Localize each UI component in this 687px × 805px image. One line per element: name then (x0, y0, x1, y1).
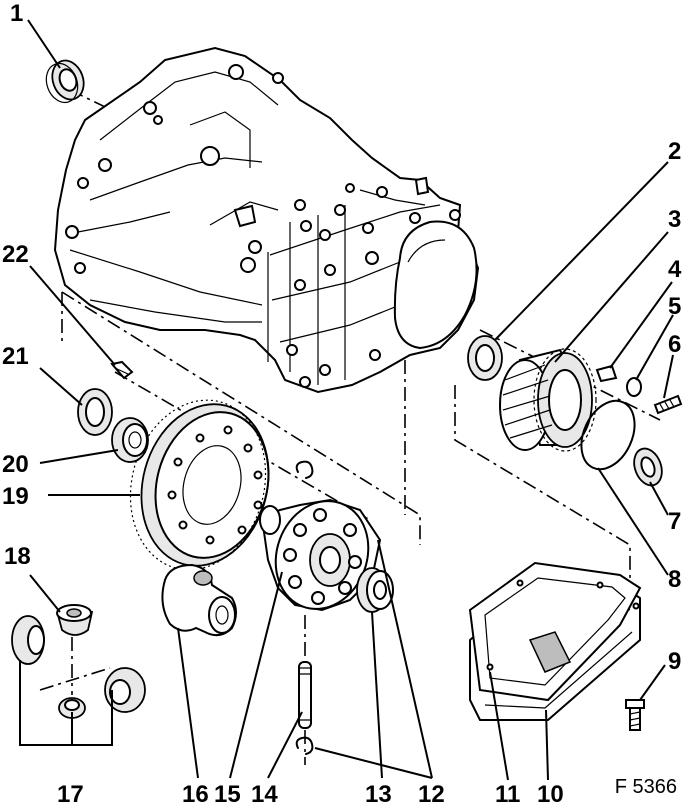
callout-18: 18 (4, 543, 31, 570)
circlip-12b (295, 736, 314, 755)
bearing-20 (111, 417, 149, 463)
callout-9: 9 (668, 648, 682, 675)
callout-14: 14 (251, 781, 278, 805)
callout-3: 3 (668, 206, 682, 233)
callout-15: 15 (214, 781, 241, 805)
callout-1: 1 (10, 0, 24, 27)
circlip-12a (295, 460, 314, 479)
callout-22: 22 (2, 241, 29, 268)
callout-8: 8 (668, 566, 682, 593)
bolt-9 (625, 699, 645, 731)
callout-4: 4 (668, 256, 682, 283)
side-gear-18 (56, 604, 94, 636)
callout-17: 17 (57, 781, 84, 805)
callout-13: 13 (365, 781, 392, 805)
callout-6: 6 (668, 331, 682, 358)
leader-lines (19, 19, 674, 781)
callout-5: 5 (668, 293, 682, 320)
pin-14 (298, 661, 312, 729)
washer-5 (626, 377, 642, 397)
pinion-gears-17 (11, 615, 146, 719)
callout-12: 12 (418, 781, 445, 805)
callout-11: 11 (495, 781, 521, 805)
speedo-gear-3 (499, 348, 597, 452)
bearing-13 (356, 567, 394, 613)
seal-ring-2 (467, 335, 503, 381)
callout-20: 20 (2, 451, 29, 478)
callout-16: 16 (182, 781, 209, 805)
screw-22 (110, 360, 134, 380)
crosspiece-16 (161, 563, 237, 637)
ring-gear-19 (129, 399, 270, 571)
figure-reference: F 5366 (614, 776, 677, 798)
callout-21: 21 (2, 343, 29, 370)
oil-pan-10-11 (468, 561, 642, 721)
callout-2: 2 (668, 138, 682, 165)
seal-7 (633, 447, 663, 487)
clip-4 (595, 364, 618, 383)
bolt-6 (653, 394, 683, 415)
callout-10: 10 (537, 781, 564, 805)
bearing-cup-21 (77, 388, 113, 436)
callout-7: 7 (668, 508, 682, 535)
oil-seal-1 (45, 59, 85, 104)
gearbox-housing (53, 46, 480, 394)
callout-19: 19 (2, 483, 29, 510)
o-ring-8 (580, 399, 636, 471)
